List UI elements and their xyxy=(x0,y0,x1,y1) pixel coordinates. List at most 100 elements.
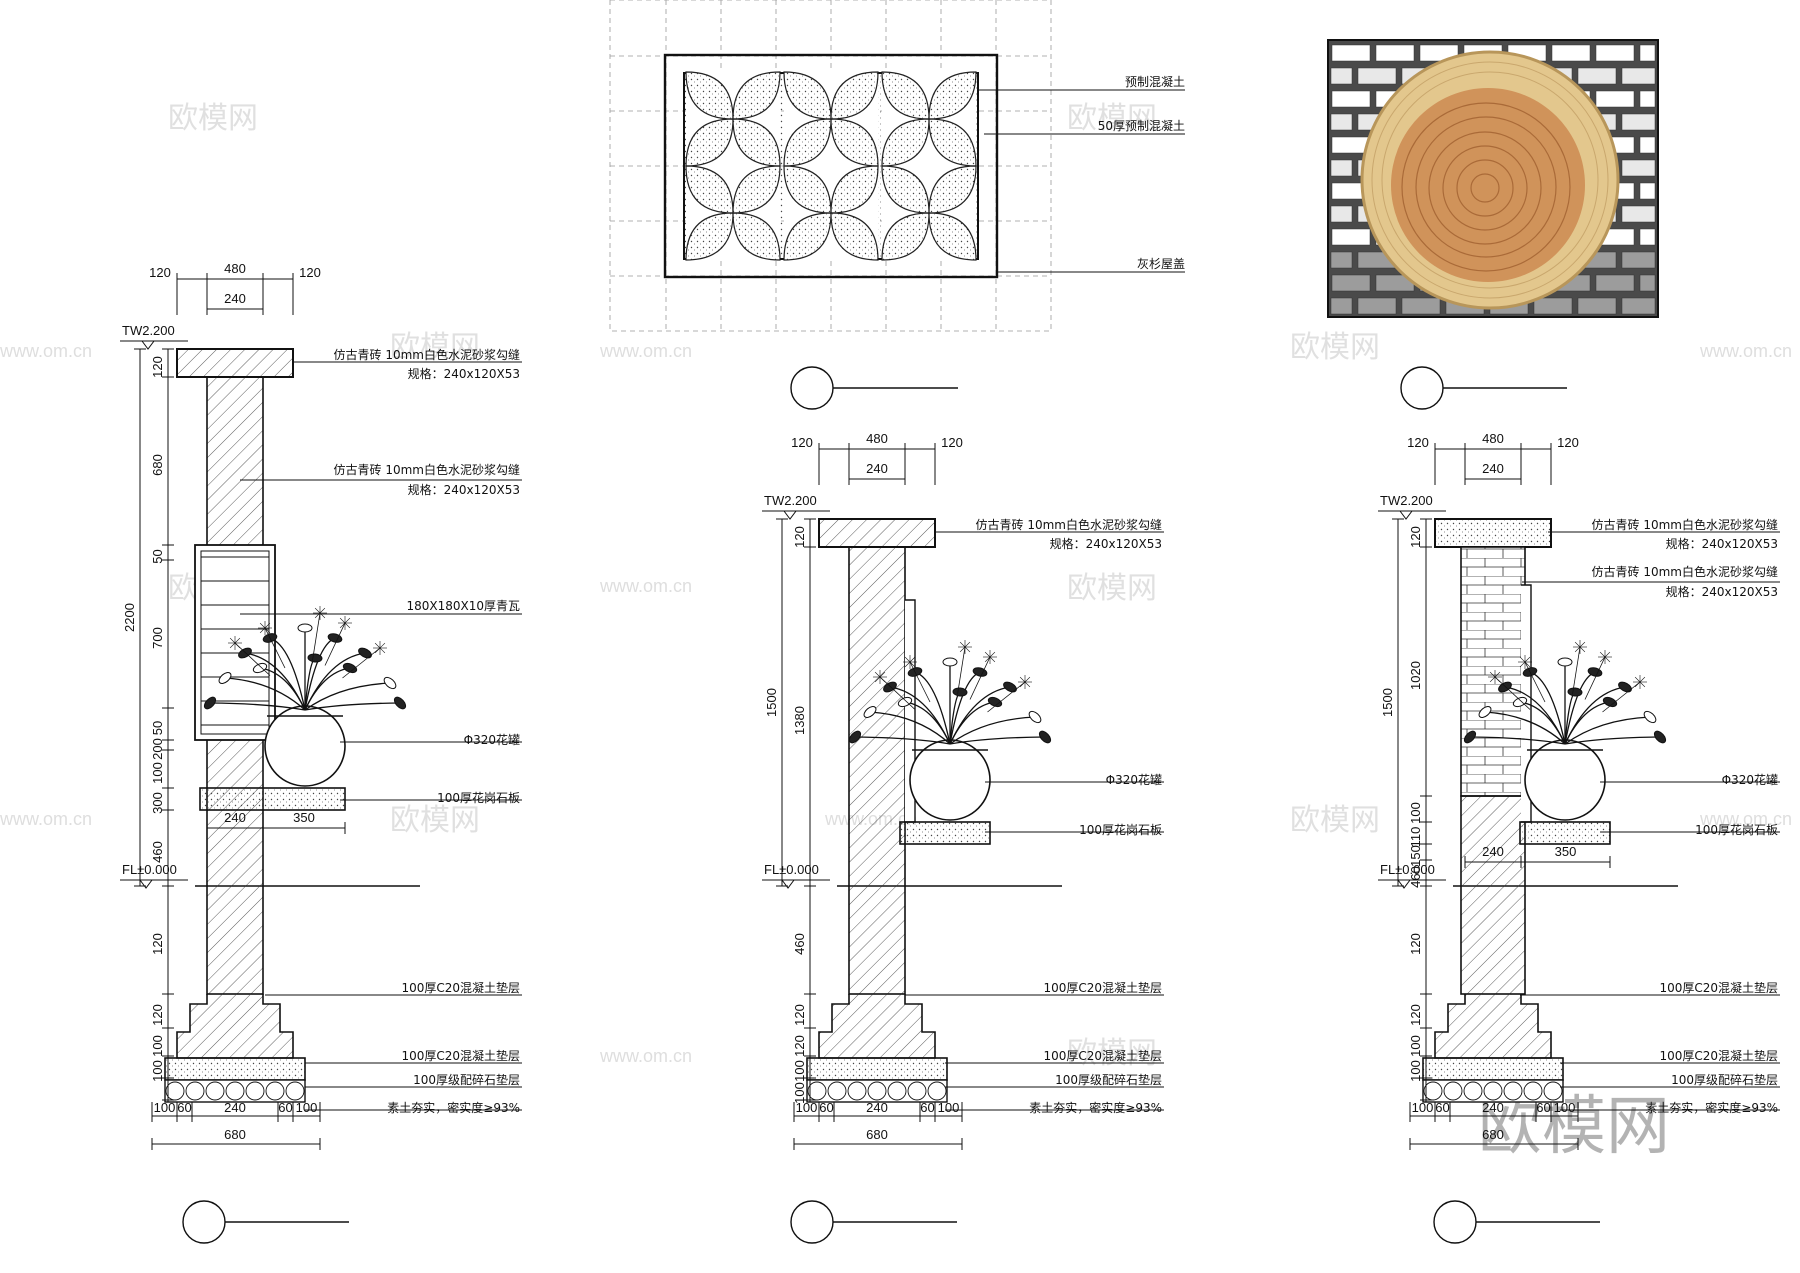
dimension-text: 100 xyxy=(796,1100,818,1115)
plant-stem xyxy=(949,716,1036,745)
material-label: 规格：240x120X53 xyxy=(1050,536,1162,551)
marker-circle xyxy=(182,1200,226,1244)
gravel-stone xyxy=(225,1081,245,1101)
flower-burst xyxy=(1494,671,1501,678)
wall-cap xyxy=(176,348,294,378)
watermark-brand: 欧模网 xyxy=(1067,571,1157,606)
flower-burst xyxy=(1579,641,1586,648)
wall-cap xyxy=(1434,518,1552,548)
dimension-text: 150 xyxy=(1408,845,1423,867)
dimension-text: 100 xyxy=(296,1100,318,1115)
flower-burst xyxy=(1489,671,1496,678)
flower-burst xyxy=(964,646,971,653)
flower-burst xyxy=(1524,661,1531,668)
dimension-text: 120 xyxy=(1408,526,1423,548)
flower-stem xyxy=(879,676,916,710)
gravel-stone xyxy=(1463,1081,1483,1101)
watermark-url: www.om.cn xyxy=(1699,809,1792,829)
vertical-dimensions: 2200120680507005020010030046012012010010… xyxy=(122,348,174,1102)
dimension-text: 1500 xyxy=(764,688,779,717)
brick xyxy=(1621,113,1656,131)
plant-leaf xyxy=(1478,706,1492,718)
plant-leaf xyxy=(987,696,1003,708)
flower-burst xyxy=(319,607,326,614)
concrete-pier xyxy=(1460,795,1526,995)
material-label: 素土夯实，密实度≥93% xyxy=(1029,1100,1162,1115)
plant-leaf xyxy=(342,662,358,674)
lattice-petal xyxy=(881,71,930,120)
tw-elevation-marker: TW2.200 xyxy=(1378,493,1446,520)
watermark-brand: 欧模网 xyxy=(1290,803,1380,838)
brick xyxy=(1331,44,1371,62)
lattice-petal xyxy=(928,212,977,261)
plant-stem xyxy=(1564,736,1661,745)
dimension-text: 120 xyxy=(299,265,321,280)
brick xyxy=(1551,44,1591,62)
material-label: 100厚C20混凝土垫层 xyxy=(401,1048,520,1063)
watermark-url: www.om.cn xyxy=(599,576,692,596)
watermark-url: www.om.cn xyxy=(0,341,92,361)
gravel-stone xyxy=(827,1081,847,1101)
dimension-text: 100 xyxy=(1554,1100,1576,1115)
flower-burst xyxy=(904,656,911,663)
section-marker xyxy=(790,366,958,410)
plant-leaf xyxy=(307,653,323,663)
material-label: 100厚花岗石板 xyxy=(1079,822,1162,837)
flower-burst xyxy=(1494,676,1501,683)
gravel-stone xyxy=(285,1081,305,1101)
dimension-text: 680 xyxy=(150,454,165,476)
brick xyxy=(1401,297,1441,315)
dimension-text: 60 xyxy=(1435,1100,1449,1115)
gravel-layer xyxy=(806,1079,948,1103)
gravel-stone xyxy=(887,1081,907,1101)
flower-burst xyxy=(989,651,996,658)
dimension-text: 60 xyxy=(819,1100,833,1115)
material-label: 规格：240x120X53 xyxy=(1666,536,1778,551)
gravel-stone xyxy=(807,1081,827,1101)
brick xyxy=(1375,44,1415,62)
plant-leaf xyxy=(327,633,343,643)
tw-label: TW2.200 xyxy=(122,323,175,338)
concrete-bed xyxy=(1422,1057,1564,1081)
flower-stem xyxy=(957,646,966,695)
plant-leaf xyxy=(1557,657,1573,667)
gravel-stone xyxy=(1523,1081,1543,1101)
material-label: 100厚C20混凝土垫层 xyxy=(1043,980,1162,995)
dimension-text: 120 xyxy=(149,265,171,280)
material-label: Φ320花罐 xyxy=(1106,772,1162,787)
watermark-url: www.om.cn xyxy=(1699,341,1792,361)
dimension-text: 120 xyxy=(1408,1004,1423,1026)
dimension-text: 120 xyxy=(150,1004,165,1026)
material-label: 仿古青砖 10mm白色水泥砂浆勾缝 xyxy=(1592,517,1778,532)
fl-label: FL±0.000 xyxy=(122,862,177,877)
brick xyxy=(1357,67,1397,85)
flower-burst xyxy=(1599,651,1606,658)
plant-leaf xyxy=(863,706,877,718)
flower-burst xyxy=(1524,656,1531,663)
gravel-stone xyxy=(165,1081,185,1101)
dimension-text: 1380 xyxy=(792,706,807,735)
watermark-brand: 欧模网 xyxy=(1067,1036,1157,1071)
dimension-text: 350 xyxy=(293,810,315,825)
plant-stem xyxy=(1564,716,1651,745)
marker-triangle xyxy=(141,340,155,350)
dimension-text: 100 xyxy=(154,1100,176,1115)
dimension-text: 120 xyxy=(150,356,165,378)
stepped-footing xyxy=(1434,994,1552,1059)
tw-label: TW2.200 xyxy=(1380,493,1433,508)
flower-burst xyxy=(984,651,991,658)
flower-burst xyxy=(314,607,321,614)
flower-burst xyxy=(234,642,241,649)
lattice-petal xyxy=(830,212,879,261)
dimension-text: 460 xyxy=(150,841,165,863)
material-label: Φ320花罐 xyxy=(464,732,520,747)
potted-plant xyxy=(848,640,1052,821)
dimension-text: 680 xyxy=(224,1127,246,1142)
brick xyxy=(1621,67,1656,85)
dimension-text: 60 xyxy=(278,1100,292,1115)
material-label: 规格：240x120X53 xyxy=(408,482,520,497)
flower-stem xyxy=(264,627,286,669)
